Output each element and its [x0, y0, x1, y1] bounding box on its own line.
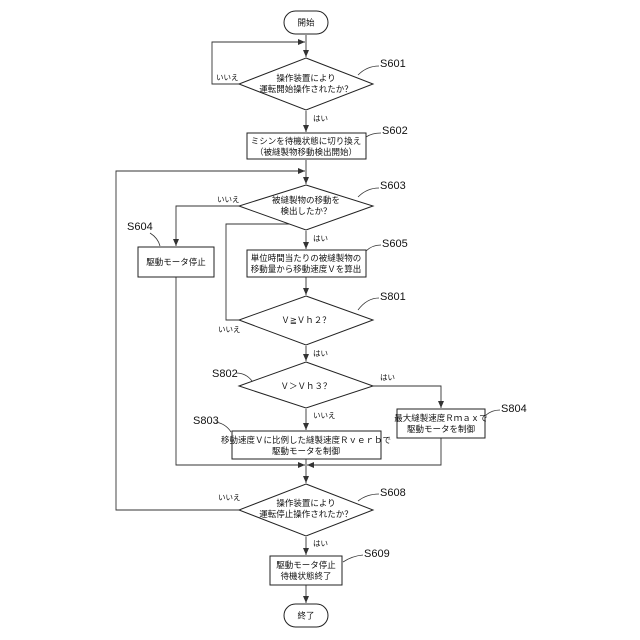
- process-s604: 駆動モータ停止 S604: [127, 221, 214, 277]
- end-terminal: 終了: [284, 604, 328, 627]
- s609-text-line1: 駆動モータ停止: [276, 560, 336, 571]
- s608-no-label: いいえ: [218, 493, 241, 502]
- process-s609: 駆動モータ停止 待機状態終了 S609: [270, 548, 390, 585]
- s803-step-id: S803: [193, 415, 219, 427]
- decision-s608: 操作装置により 運転停止操作されたか？ S608 いいえ はい: [218, 484, 406, 548]
- s608-text-line2: 運転停止操作されたか？: [259, 509, 353, 520]
- yes-arrow-s802: [373, 386, 441, 408]
- s603-text-line2: 検出したか？: [280, 206, 331, 217]
- s801-no-label: いいえ: [218, 325, 241, 334]
- s802-leader: [236, 373, 252, 381]
- s803-text-line1: 移動速度Ｖに比例した縫製速度Ｒｖｅｒｂで: [221, 435, 391, 446]
- start-terminal: 開始: [284, 11, 328, 34]
- s608-text-line1: 操作装置により: [276, 498, 335, 509]
- s604-text-line1: 駆動モータ停止: [146, 257, 206, 268]
- s804-text-line1: 最大縫製速度Ｒｍａｘで: [394, 413, 488, 424]
- s603-text-line1: 被縫製物の移動を: [272, 195, 340, 206]
- s801-leader: [358, 298, 379, 310]
- s601-leader: [358, 66, 379, 75]
- s603-step-id: S603: [380, 180, 406, 192]
- decision-s603: 被縫製物の移動を 検出したか？ S603 いいえ はい: [217, 180, 406, 243]
- s603-no-label: いいえ: [217, 195, 240, 204]
- s804-leader: [486, 410, 500, 415]
- s804-step-id: S804: [501, 403, 527, 415]
- s603-yes-label: はい: [313, 234, 328, 243]
- s601-text-line1: 操作装置により: [276, 73, 335, 84]
- decision-s802: Ｖ＞Ｖｈ３？ S802 はい いいえ: [212, 362, 395, 420]
- s609-step-id: S609: [364, 548, 390, 560]
- s802-text-line1: Ｖ＞Ｖｈ３？: [280, 381, 331, 392]
- process-s602: ミシンを待機状態に切り換え （被縫製物移動検出開始） S602: [247, 125, 408, 159]
- s602-text-line2: （被縫製物移動検出開始）: [255, 147, 357, 158]
- s801-text-line1: Ｖ≧Ｖｈ２？: [281, 315, 331, 326]
- s601-step-id: S601: [380, 58, 406, 70]
- s601-text-line2: 運転開始操作されたか？: [259, 84, 353, 95]
- s608-yes-label: はい: [313, 539, 328, 548]
- s604-step-id: S604: [127, 221, 153, 233]
- s802-yes-label: はい: [380, 373, 395, 382]
- process-s803: 移動速度Ｖに比例した縫製速度Ｒｖｅｒｂで 駆動モータを制御 S803: [193, 415, 391, 459]
- no-arrow-s603: [176, 206, 239, 246]
- s801-step-id: S801: [380, 291, 406, 303]
- s603-leader: [358, 188, 379, 197]
- s802-no-label: いいえ: [313, 411, 336, 420]
- s801-yes-label: はい: [313, 349, 328, 358]
- s605-text-line2: 移動量から移動速度Ｖを算出: [251, 264, 362, 275]
- s605-leader: [366, 245, 381, 251]
- process-s605: 単位時間当たりの被縫製物の 移動量から移動速度Ｖを算出 S605: [247, 238, 408, 277]
- no-line-s801: [226, 231, 239, 320]
- s604-leader: [150, 233, 160, 246]
- s602-text-line1: ミシンを待機状態に切り換え: [251, 136, 362, 147]
- s608-step-id: S608: [380, 487, 406, 499]
- s608-leader: [358, 494, 379, 501]
- decision-s601: 操作装置により 運転開始操作されたか？ S601 いいえ はい: [216, 58, 406, 123]
- s601-no-label: いいえ: [216, 73, 239, 82]
- s601-yes-label: はい: [313, 114, 328, 123]
- s609-text-line2: 待機状態終了: [280, 571, 331, 582]
- start-label: 開始: [297, 18, 315, 29]
- end-label: 終了: [297, 611, 314, 622]
- process-s804: 最大縫製速度Ｒｍａｘで 駆動モータを制御 S804: [394, 403, 526, 438]
- s802-step-id: S802: [212, 368, 238, 380]
- decision-s801: Ｖ≧Ｖｈ２？ S801 いいえ はい: [218, 291, 406, 358]
- s605-step-id: S605: [382, 238, 408, 250]
- s605-text-line1: 単位時間当たりの被縫製物の: [251, 253, 362, 264]
- s803-text-line2: 駆動モータを制御: [272, 446, 340, 457]
- s602-leader: [366, 133, 381, 137]
- s602-step-id: S602: [382, 125, 408, 137]
- s609-leader: [343, 555, 363, 562]
- s804-text-line2: 駆動モータを制御: [407, 424, 475, 435]
